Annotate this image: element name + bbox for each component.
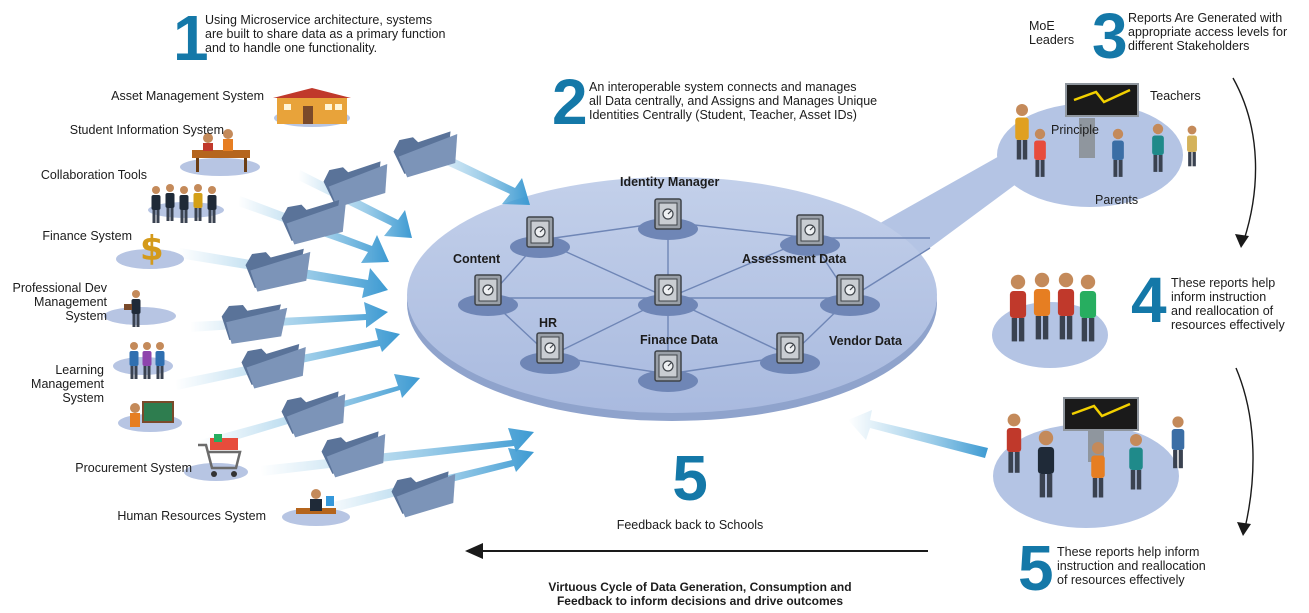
assessment-data-label: Assessment Data <box>742 252 847 266</box>
folder-icon <box>279 388 352 440</box>
system-label: Student Information System <box>69 123 224 137</box>
report-screen-icon <box>1065 83 1139 158</box>
system-label: Professional Dev Management System <box>12 281 108 323</box>
shopping-cart-icon <box>198 434 242 477</box>
feedback-arrow-head <box>465 543 483 559</box>
folder-icon <box>391 128 464 180</box>
step-5-right-text: These reports help inform instruction an… <box>1057 545 1206 587</box>
system-label: Asset Management System <box>111 89 264 103</box>
cycle-arrow-4-to-5 <box>1235 367 1254 529</box>
dollar-icon: $ <box>140 229 164 269</box>
finance-data-label: Finance Data <box>640 333 718 347</box>
school-building-icon <box>273 88 351 124</box>
system-label: Finance System <box>42 229 132 243</box>
cycle-arrow-3-to-4 <box>1232 77 1257 241</box>
step-5-center-number: 5 <box>672 442 708 514</box>
folder-icon <box>220 301 290 345</box>
safe-icon <box>526 216 554 248</box>
principle-label: Principle <box>1051 123 1099 137</box>
step-3-number: 3 <box>1092 0 1128 72</box>
folder-icon <box>244 245 315 293</box>
safe-icon <box>654 350 682 382</box>
teachers-label: Teachers <box>1150 89 1201 103</box>
identity-manager-label: Identity Manager <box>620 175 720 189</box>
system-label: Human Resources System <box>117 509 266 523</box>
vendor-data-label: Vendor Data <box>829 334 902 348</box>
feedback-label: Feedback back to Schools <box>616 518 764 532</box>
teacher-board-icon <box>130 401 174 427</box>
safe-icon <box>776 332 804 364</box>
folder-icon <box>319 428 392 480</box>
safe-icon <box>836 274 864 306</box>
step-5-right-number: 5 <box>1018 532 1054 604</box>
system-label: Learning Management System <box>31 363 104 405</box>
cycle-caption: Virtuous Cycle of Data Generation, Consu… <box>548 580 852 608</box>
step-3-text: Reports Are Generated with appropriate a… <box>1128 11 1288 53</box>
system-label: Procurement System <box>75 461 192 475</box>
safe-icon <box>474 274 502 306</box>
step-4-text: These reports help inform instruction an… <box>1171 276 1285 332</box>
hr-label: HR <box>539 316 558 330</box>
cycle-arrowhead-3-to-4 <box>1235 234 1249 248</box>
step-2-number: 2 <box>552 66 588 138</box>
safe-icon <box>536 332 564 364</box>
content-label: Content <box>453 252 501 266</box>
folder-icon <box>239 341 312 390</box>
safe-icon <box>654 274 682 306</box>
cycle-arrowhead-4-to-5 <box>1237 522 1251 536</box>
system-label: Collaboration Tools <box>40 168 147 182</box>
system-illustrations: $ <box>104 88 351 526</box>
classroom-icon <box>192 129 250 172</box>
office-worker-icon <box>296 489 336 514</box>
report-screen-icon <box>1063 397 1139 462</box>
safe-icon <box>796 214 824 246</box>
step-2-text: An interoperable system connects and man… <box>589 80 878 122</box>
folder-icon <box>389 468 462 520</box>
step-1-text: Using Microservice architecture, systems… <box>205 13 446 55</box>
step-4-number: 4 <box>1131 264 1167 336</box>
parents-label: Parents <box>1095 193 1139 207</box>
step-1-number: 1 <box>173 2 209 74</box>
moe-leaders-label: MoE Leaders <box>1029 19 1075 47</box>
safe-icon <box>654 198 682 230</box>
